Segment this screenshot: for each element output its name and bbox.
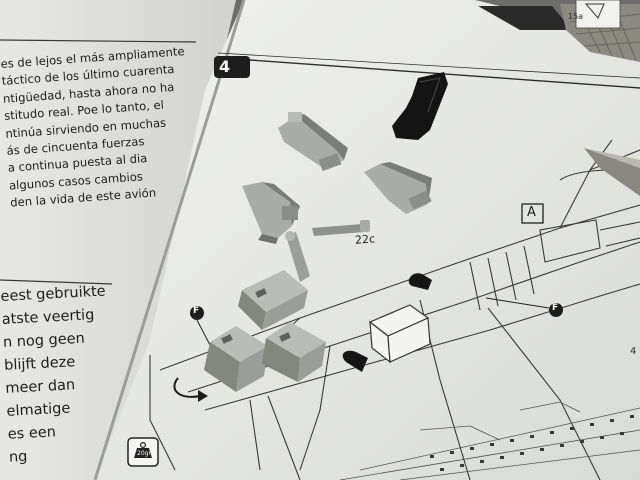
cargo-box-drawing [368, 304, 431, 364]
diagram-thumbnail [575, 0, 621, 29]
callout-f-marker [549, 303, 563, 317]
spanish-paragraph: es de lejos el más ampliamente táctico d… [0, 43, 195, 212]
callout-f-text: F [552, 303, 559, 313]
grey-seat-part [278, 112, 348, 172]
view-label-box [521, 203, 544, 224]
grey-rod-part [312, 220, 370, 236]
black-plastic-part [392, 72, 448, 140]
step-number: 4 [219, 57, 231, 76]
black-clip-part [408, 273, 432, 290]
grey-seat-part [364, 162, 432, 214]
grey-rod-part [285, 231, 310, 282]
view-label: A [527, 205, 536, 220]
callout-f-marker [190, 306, 204, 320]
metal-ruler [584, 148, 640, 196]
step-rule [217, 52, 640, 79]
callout-f-text: F [193, 306, 200, 316]
weight-icon [134, 448, 152, 458]
grey-box-part [238, 270, 308, 330]
corner-label: 15a [568, 12, 584, 21]
grey-box-part [262, 322, 326, 382]
black-plastic-part [419, 77, 441, 113]
floor-studs [430, 415, 634, 471]
floor-grid-drawing [339, 401, 640, 480]
dutch-paragraph: eest gebruikte atste veertig n nog geen … [0, 280, 115, 469]
part-label: 22c [354, 232, 376, 247]
weight-label: 20gr [137, 450, 151, 457]
weight-icon [140, 442, 147, 449]
page-edge-shadow [93, 0, 246, 480]
page-rule [0, 39, 197, 43]
callout-leader [196, 319, 211, 346]
grey-seat-part [242, 182, 300, 244]
step-rule [249, 59, 640, 89]
rotation-arrow-icon [198, 390, 208, 402]
callout-leader [485, 297, 550, 309]
diagram-thumbnail [584, 3, 605, 19]
left-manual-page [0, 0, 236, 480]
black-clip-part [342, 350, 368, 372]
metal-ruler [584, 148, 640, 168]
grey-box-part [204, 326, 268, 392]
rotation-arrow-icon [173, 377, 201, 398]
page-rule [0, 279, 113, 285]
corner-label: 4 [630, 346, 637, 357]
step-number-badge: 4 [214, 56, 254, 78]
step-badge [214, 56, 250, 78]
